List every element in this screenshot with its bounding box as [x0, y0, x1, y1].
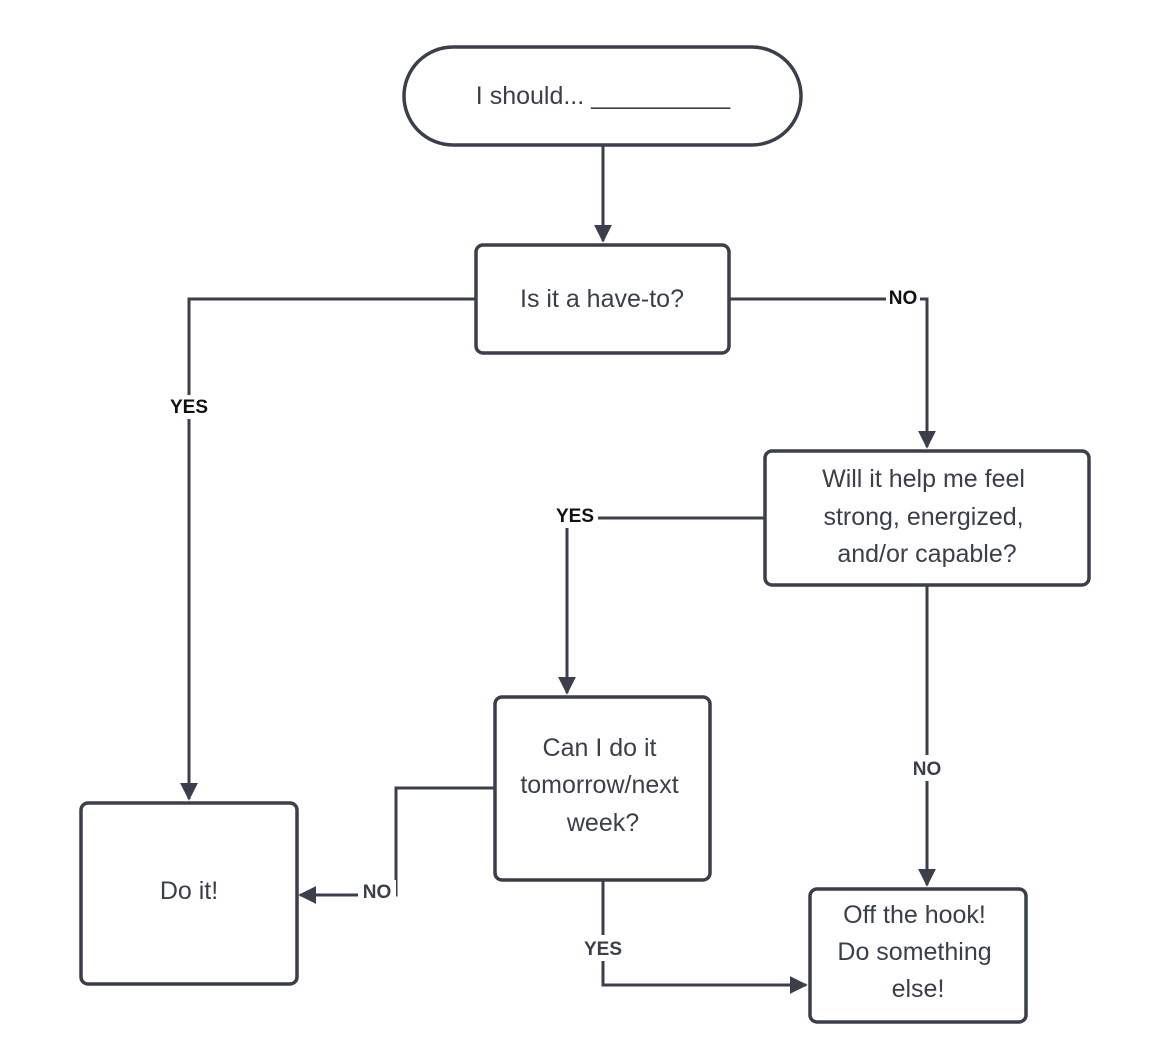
node-start-text: I should... __________ [476, 82, 731, 110]
edge-tomorrow-yes [601, 880, 808, 994]
node-help-me-line-1: Will it help me feel [822, 465, 1025, 493]
edge-label-have-to-no: NO [889, 288, 918, 309]
node-tomorrow-line-3: week? [566, 809, 639, 837]
node-off-hook-line-3: else! [892, 975, 945, 1003]
edge-have-to-no [729, 297, 936, 449]
node-off-hook-text: Off the hook! Do something else! [837, 901, 998, 1003]
node-help-me: Will it help me feel strong, energized, … [763, 449, 1091, 587]
node-start: I should... __________ [402, 45, 803, 147]
node-do-it: Do it! [79, 801, 299, 986]
node-off-hook-line-2: Do something [837, 938, 991, 966]
node-have-to-text: Is it a have-to? [520, 285, 684, 313]
edge-label-tomorrow-yes: YES [584, 939, 622, 960]
node-tomorrow-line-2: tomorrow/next [520, 771, 678, 799]
node-do-it-text: Do it! [160, 877, 218, 905]
node-tomorrow-text: Can I do it tomorrow/next week? [520, 734, 685, 837]
edge-label-have-to-yes: YES [170, 397, 208, 418]
edge-have-to-yes [180, 297, 476, 801]
edge-tomorrow-no [298, 786, 495, 904]
node-help-me-line-3: and/or capable? [837, 540, 1016, 568]
edge-label-tomorrow-no: NO [363, 882, 392, 903]
edge-label-help-no: NO [913, 759, 942, 780]
node-tomorrow-line-1: Can I do it [543, 734, 657, 762]
node-help-me-text: Will it help me feel strong, energized, … [822, 465, 1032, 568]
edge-help-yes [558, 516, 765, 695]
node-tomorrow: Can I do it tomorrow/next week? [493, 695, 712, 882]
node-help-me-line-2: strong, energized, [823, 503, 1023, 531]
node-off-hook: Off the hook! Do something else! [808, 887, 1028, 1024]
node-off-hook-line-1: Off the hook! [843, 901, 986, 929]
edge-label-help-yes: YES [556, 506, 594, 527]
node-have-to: Is it a have-to? [474, 243, 731, 355]
